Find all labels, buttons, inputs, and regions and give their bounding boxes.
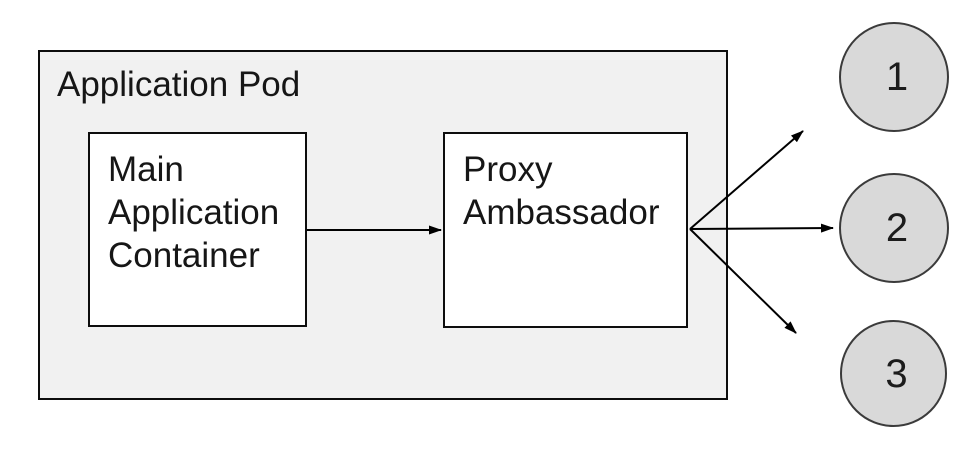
- endpoint-3-label: 3: [885, 351, 908, 396]
- endpoint-circle-2: 2: [839, 173, 949, 283]
- main-application-container-label: Main Application Container: [108, 150, 280, 275]
- endpoint-2-label: 2: [885, 206, 909, 250]
- endpoint-circle-1: 1: [839, 22, 949, 132]
- node-proxy-ambassador: Proxy Ambassador: [443, 132, 688, 328]
- application-pod-container: Application Pod Main Application Contain…: [38, 50, 728, 400]
- proxy-ambassador-label: Proxy Ambassador: [463, 150, 660, 232]
- endpoint-circle-3: 3: [840, 320, 947, 427]
- endpoint-1-label: 1: [885, 55, 909, 99]
- node-main-application-container: Main Application Container: [88, 132, 307, 327]
- pod-title: Application Pod: [57, 65, 301, 104]
